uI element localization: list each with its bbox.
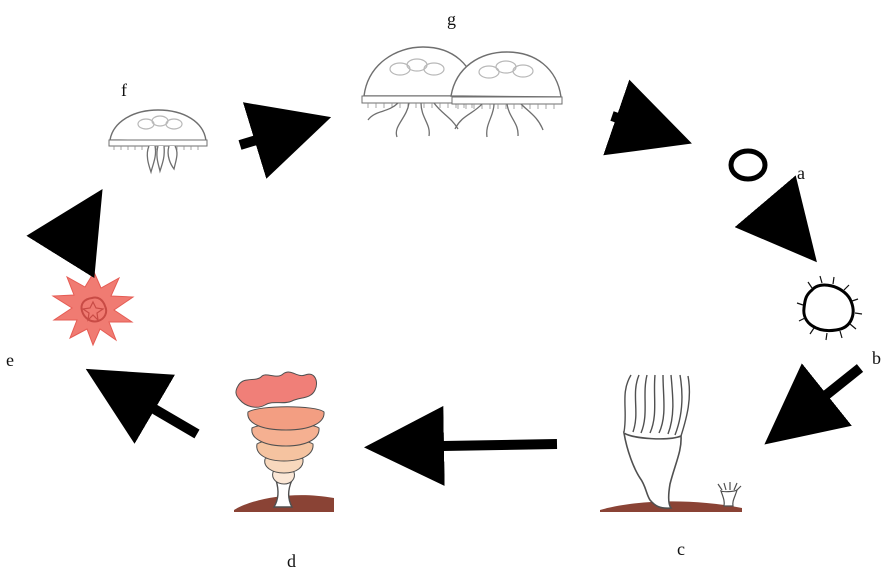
arrow-e-to-f [69,206,92,243]
life-cycle-arrows [69,116,860,447]
released-ephyra-top [236,372,317,407]
juvenile-medusa-arms [147,146,177,172]
planula-icon [804,285,853,331]
strobila-stage [234,372,334,512]
label-f: f [121,80,127,100]
planula-stage [797,276,862,340]
adult-medusae-stage [362,47,562,137]
arrow-f-to-g [240,123,312,145]
ephyra-icon [53,272,133,345]
arrow-b-to-c [780,368,860,432]
label-a: a [797,163,805,183]
juvenile-medusa-rim [109,140,207,146]
small-polyp-bud [718,482,741,506]
arrow-a-to-b [776,214,804,247]
label-g: g [447,9,456,29]
adult-medusa-right [451,52,562,137]
label-e: e [6,350,14,370]
juvenile-medusa-stage [109,110,207,172]
label-c: c [677,539,685,559]
polyp-stage [600,375,742,512]
egg-stage [731,151,765,179]
egg-icon [731,151,765,179]
label-b: b [872,348,881,368]
polyp-body [624,433,681,508]
polyp-tentacles [624,375,689,436]
ephyra-stage [53,272,133,345]
label-d: d [287,551,296,571]
arrow-d-to-e [103,379,197,434]
arrow-g-to-a [612,116,673,137]
arrow-c-to-d [384,444,557,447]
